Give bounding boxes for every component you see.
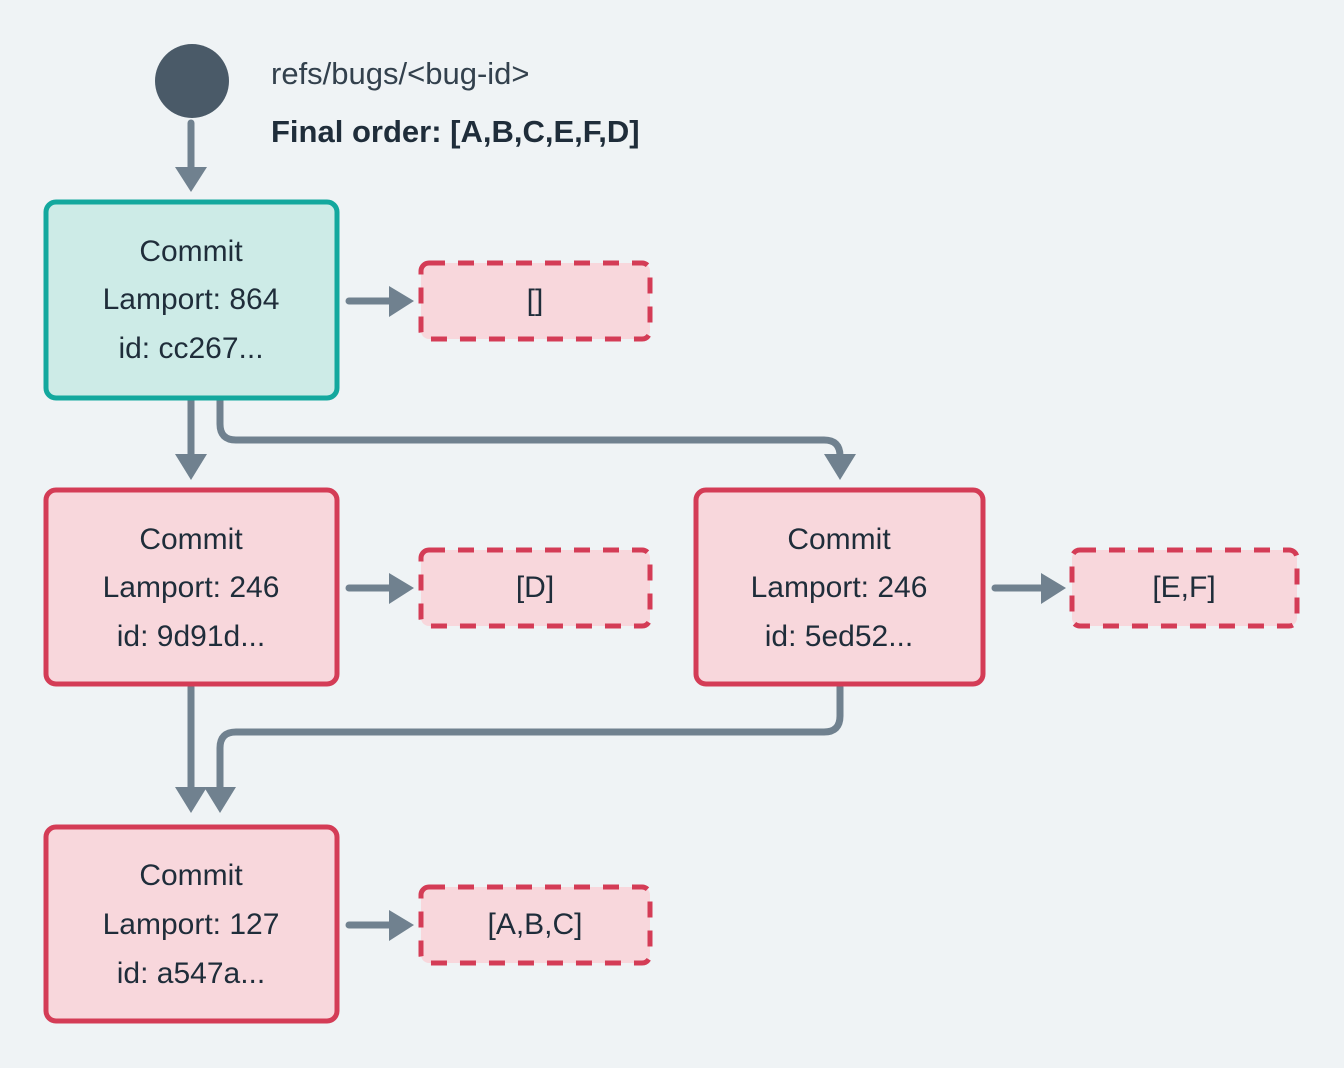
commit-node-a547a-box	[43, 824, 340, 1024]
commit-node-5ed52-lamport: Lamport: 246	[751, 571, 928, 604]
operation-list-9d91d[interactable]: [D]	[418, 547, 653, 629]
commit-node-5ed52-box	[693, 487, 986, 687]
operation-list-5ed52-box	[1069, 547, 1300, 629]
edge-cc267-to-5ed52-arrowhead	[824, 454, 856, 480]
operation-list-5ed52[interactable]: [E,F]	[1069, 547, 1300, 629]
edge-cc267-to-9d91d-arrowhead	[175, 454, 207, 480]
ref-start-dot	[155, 44, 229, 118]
operation-list-cc267[interactable]: []	[418, 260, 653, 342]
commit-node-9d91d-box	[43, 487, 340, 687]
operation-list-cc267-box	[418, 260, 653, 342]
commit-node-a547a[interactable]: Commit Lamport: 127 id: a547a...	[43, 824, 340, 1024]
edge-9d91d-to-a547a-arrowhead	[175, 787, 207, 813]
commit-node-5ed52-title: Commit	[787, 523, 891, 556]
edge-start-to-cc267-arrowhead	[175, 167, 207, 192]
operation-list-a547a-value: [A,B,C]	[487, 908, 582, 941]
edge-cc267-to-ops-arrowhead	[389, 286, 414, 317]
operation-list-a547a-box	[418, 884, 653, 966]
ref-path-label: refs/bugs/<bug-id>	[271, 56, 530, 91]
commit-node-a547a-hash: id: a547a...	[117, 957, 265, 990]
commit-node-5ed52-hash: id: 5ed52...	[765, 620, 913, 653]
commit-node-cc267[interactable]: Commit Lamport: 864 id: cc267...	[43, 199, 340, 401]
commit-node-cc267-box	[43, 199, 340, 401]
edge-cc267-to-5ed52	[216, 396, 844, 460]
edge-5ed52-to-a547a	[216, 683, 844, 792]
edge-9d91d-to-ops-arrowhead	[389, 573, 414, 604]
commit-node-a547a-title: Commit	[139, 859, 243, 892]
operation-list-5ed52-value: [E,F]	[1152, 571, 1215, 604]
edge-5ed52-to-a547a-arrowhead	[204, 787, 236, 813]
commit-node-cc267-lamport: Lamport: 864	[103, 283, 280, 316]
operation-list-9d91d-value: [D]	[516, 571, 554, 604]
commit-node-cc267-hash: id: cc267...	[118, 332, 263, 365]
final-order-label: Final order: [A,B,C,E,F,D]	[271, 114, 640, 149]
commit-node-cc267-title: Commit	[139, 235, 243, 268]
operation-list-cc267-value: []	[527, 284, 544, 317]
edge-a547a-to-ops-arrowhead	[389, 910, 414, 941]
operation-list-9d91d-box	[418, 547, 653, 629]
commit-node-9d91d-lamport: Lamport: 246	[103, 571, 280, 604]
commit-node-5ed52[interactable]: Commit Lamport: 246 id: 5ed52...	[693, 487, 986, 687]
edge-5ed52-to-ops-arrowhead	[1041, 573, 1066, 604]
commit-node-9d91d-hash: id: 9d91d...	[117, 620, 265, 653]
commit-node-9d91d[interactable]: Commit Lamport: 246 id: 9d91d...	[43, 487, 340, 687]
commit-node-9d91d-title: Commit	[139, 523, 243, 556]
operation-list-a547a[interactable]: [A,B,C]	[418, 884, 653, 966]
commit-node-a547a-lamport: Lamport: 127	[103, 908, 280, 941]
